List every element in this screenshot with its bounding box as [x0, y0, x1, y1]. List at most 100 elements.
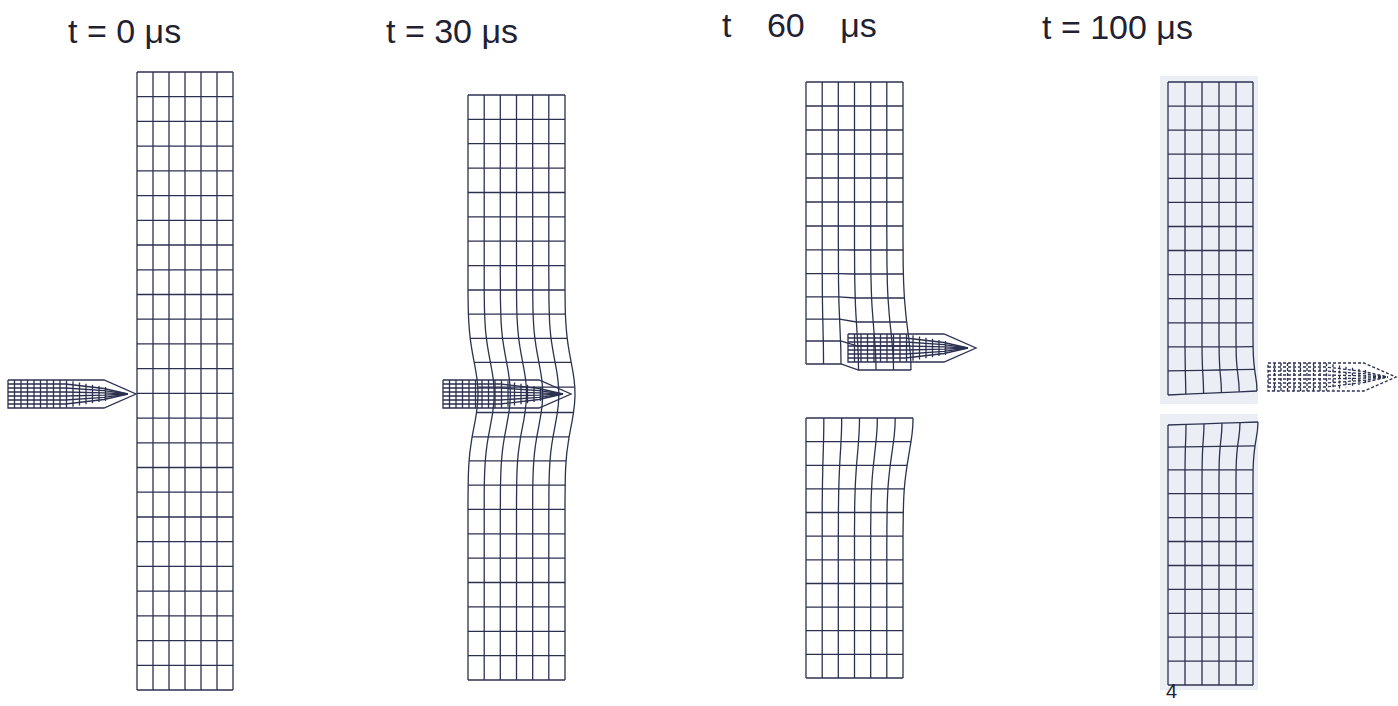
mesh-line [945, 341, 946, 355]
mesh-line [1236, 423, 1240, 685]
mesh-group [8, 72, 1396, 690]
mesh-line [932, 339, 933, 357]
mesh-line [92, 385, 93, 403]
mesh-line [8, 380, 136, 408]
mesh-line [443, 388, 563, 394]
mesh-line [848, 342, 968, 348]
mesh-line [1219, 423, 1222, 685]
mesh-line [1202, 424, 1204, 685]
mesh-line [822, 82, 823, 364]
mesh-line [886, 334, 887, 362]
mesh-line [200, 72, 201, 690]
mesh-line [1339, 366, 1340, 389]
mesh-line [168, 72, 169, 690]
mesh-line [514, 383, 515, 406]
mesh-line [481, 380, 482, 408]
mesh-line [136, 72, 137, 690]
mesh-line [1253, 422, 1258, 685]
mesh-line [53, 380, 54, 408]
mesh-line [1274, 363, 1275, 391]
mesh-line [520, 384, 521, 405]
mesh-line [1168, 541, 1253, 542]
mesh-line [1168, 202, 1253, 203]
mesh-line [1306, 363, 1307, 391]
time-label: t = 30 μs [386, 14, 518, 48]
mesh-line [533, 386, 534, 402]
mesh-line [848, 346, 968, 348]
mesh-line [1168, 469, 1253, 470]
mesh-line [1168, 637, 1253, 638]
mesh-line [1352, 368, 1353, 386]
mesh-line [540, 387, 541, 401]
mesh-line [8, 394, 128, 400]
mesh-line [1168, 226, 1253, 227]
mesh-line [1168, 346, 1253, 347]
mesh-line [1293, 363, 1294, 391]
mesh-line [494, 380, 495, 408]
mesh-line [1236, 82, 1239, 392]
mesh-line [848, 348, 968, 350]
mesh-line [1202, 82, 1204, 393]
mesh-line [8, 394, 128, 404]
mesh-line [443, 394, 563, 396]
mesh-line [1345, 367, 1346, 388]
mesh-line [1358, 369, 1359, 385]
mesh-line [8, 392, 128, 394]
mesh-line [1167, 425, 1168, 685]
mesh-line [1268, 371, 1388, 377]
mesh-line [871, 82, 876, 370]
page-number: 4 [1166, 681, 1177, 701]
mesh-line [1168, 613, 1253, 614]
time-label: t = 100 μs [1042, 10, 1193, 44]
mesh-line [152, 72, 153, 690]
mesh-line [1168, 298, 1253, 299]
mesh-line [1268, 377, 1388, 379]
mesh-line [906, 334, 907, 362]
mesh-line [860, 334, 861, 362]
mesh-line [443, 380, 571, 408]
mesh-line [848, 348, 968, 358]
mesh-line [805, 418, 806, 678]
mesh-line [66, 380, 67, 408]
mesh-line [1326, 363, 1327, 391]
mesh-line [1168, 589, 1253, 590]
mesh-line [899, 334, 900, 362]
mesh-line [105, 387, 106, 401]
mesh-line [85, 384, 86, 405]
mesh-line [443, 392, 563, 394]
mesh-line [72, 381, 73, 406]
mesh-line [822, 418, 824, 678]
mesh-line [501, 380, 502, 408]
mesh-line [462, 380, 463, 408]
mesh-line [1168, 274, 1253, 275]
mesh-line [1168, 130, 1253, 131]
mesh-line [1268, 377, 1388, 383]
mesh-line [1168, 422, 1258, 425]
panel-upper [1160, 76, 1258, 404]
mesh-line [1184, 82, 1186, 394]
mesh-line [1332, 364, 1333, 389]
mesh-line [855, 82, 859, 370]
mesh-line [867, 334, 868, 362]
mesh-line [468, 380, 469, 408]
mesh-line [40, 380, 41, 408]
mesh-line [838, 82, 841, 364]
mesh-line [1168, 660, 1253, 661]
mesh-line [880, 334, 881, 362]
mesh-line [1168, 369, 1255, 371]
mesh-line [500, 95, 510, 680]
mesh-line [1168, 446, 1255, 447]
mesh-line [1268, 367, 1388, 377]
mesh-line [919, 337, 920, 360]
mesh-line [184, 72, 185, 690]
mesh-line [79, 383, 80, 406]
mesh-line [1268, 375, 1388, 377]
mesh-line [1280, 363, 1281, 391]
mesh-line [1167, 82, 1168, 395]
mesh-line [925, 338, 926, 359]
mesh-line [443, 384, 563, 394]
mesh-line [1287, 363, 1288, 391]
mesh-line [1365, 370, 1366, 384]
mesh-line [1168, 684, 1253, 685]
